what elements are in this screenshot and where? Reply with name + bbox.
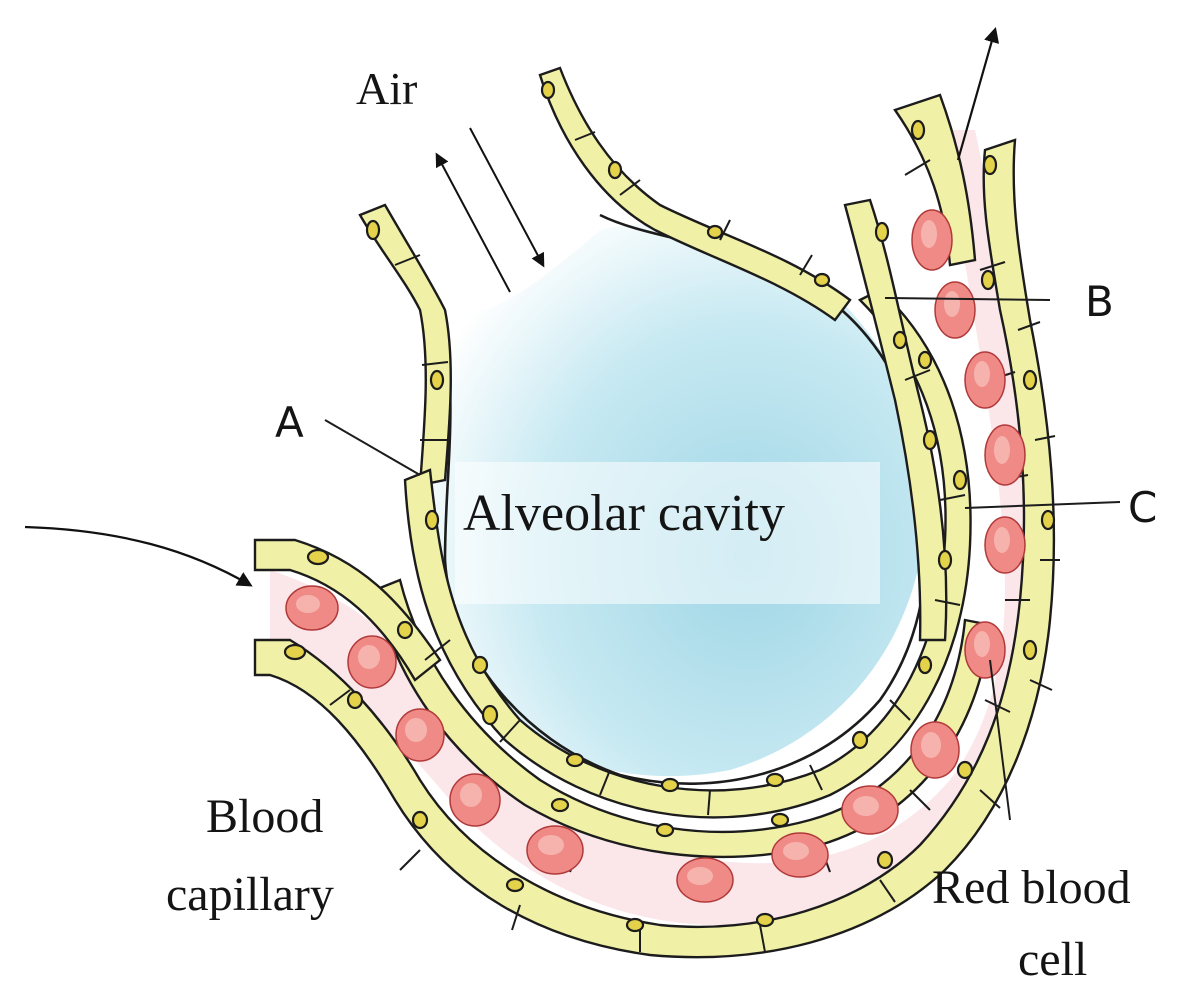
label-air: Air (356, 63, 417, 114)
label-b: B (1085, 277, 1114, 326)
label-red-blood-cell-line1: Red blood (932, 861, 1131, 914)
air-flow-arrows-icon (437, 128, 543, 292)
label-a: A (275, 398, 304, 447)
label-blood-capillary-line1: Blood (206, 790, 323, 843)
arrow-in-icon (25, 527, 250, 585)
alveolar-wall-left (360, 205, 451, 485)
label-red-blood-cell-line2: cell (1018, 933, 1087, 982)
pointer-a (325, 420, 420, 475)
label-c: C (1128, 483, 1157, 532)
label-alveolar-cavity: Alveolar cavity (463, 485, 785, 542)
label-blood-capillary-line2: capillary (166, 868, 334, 921)
